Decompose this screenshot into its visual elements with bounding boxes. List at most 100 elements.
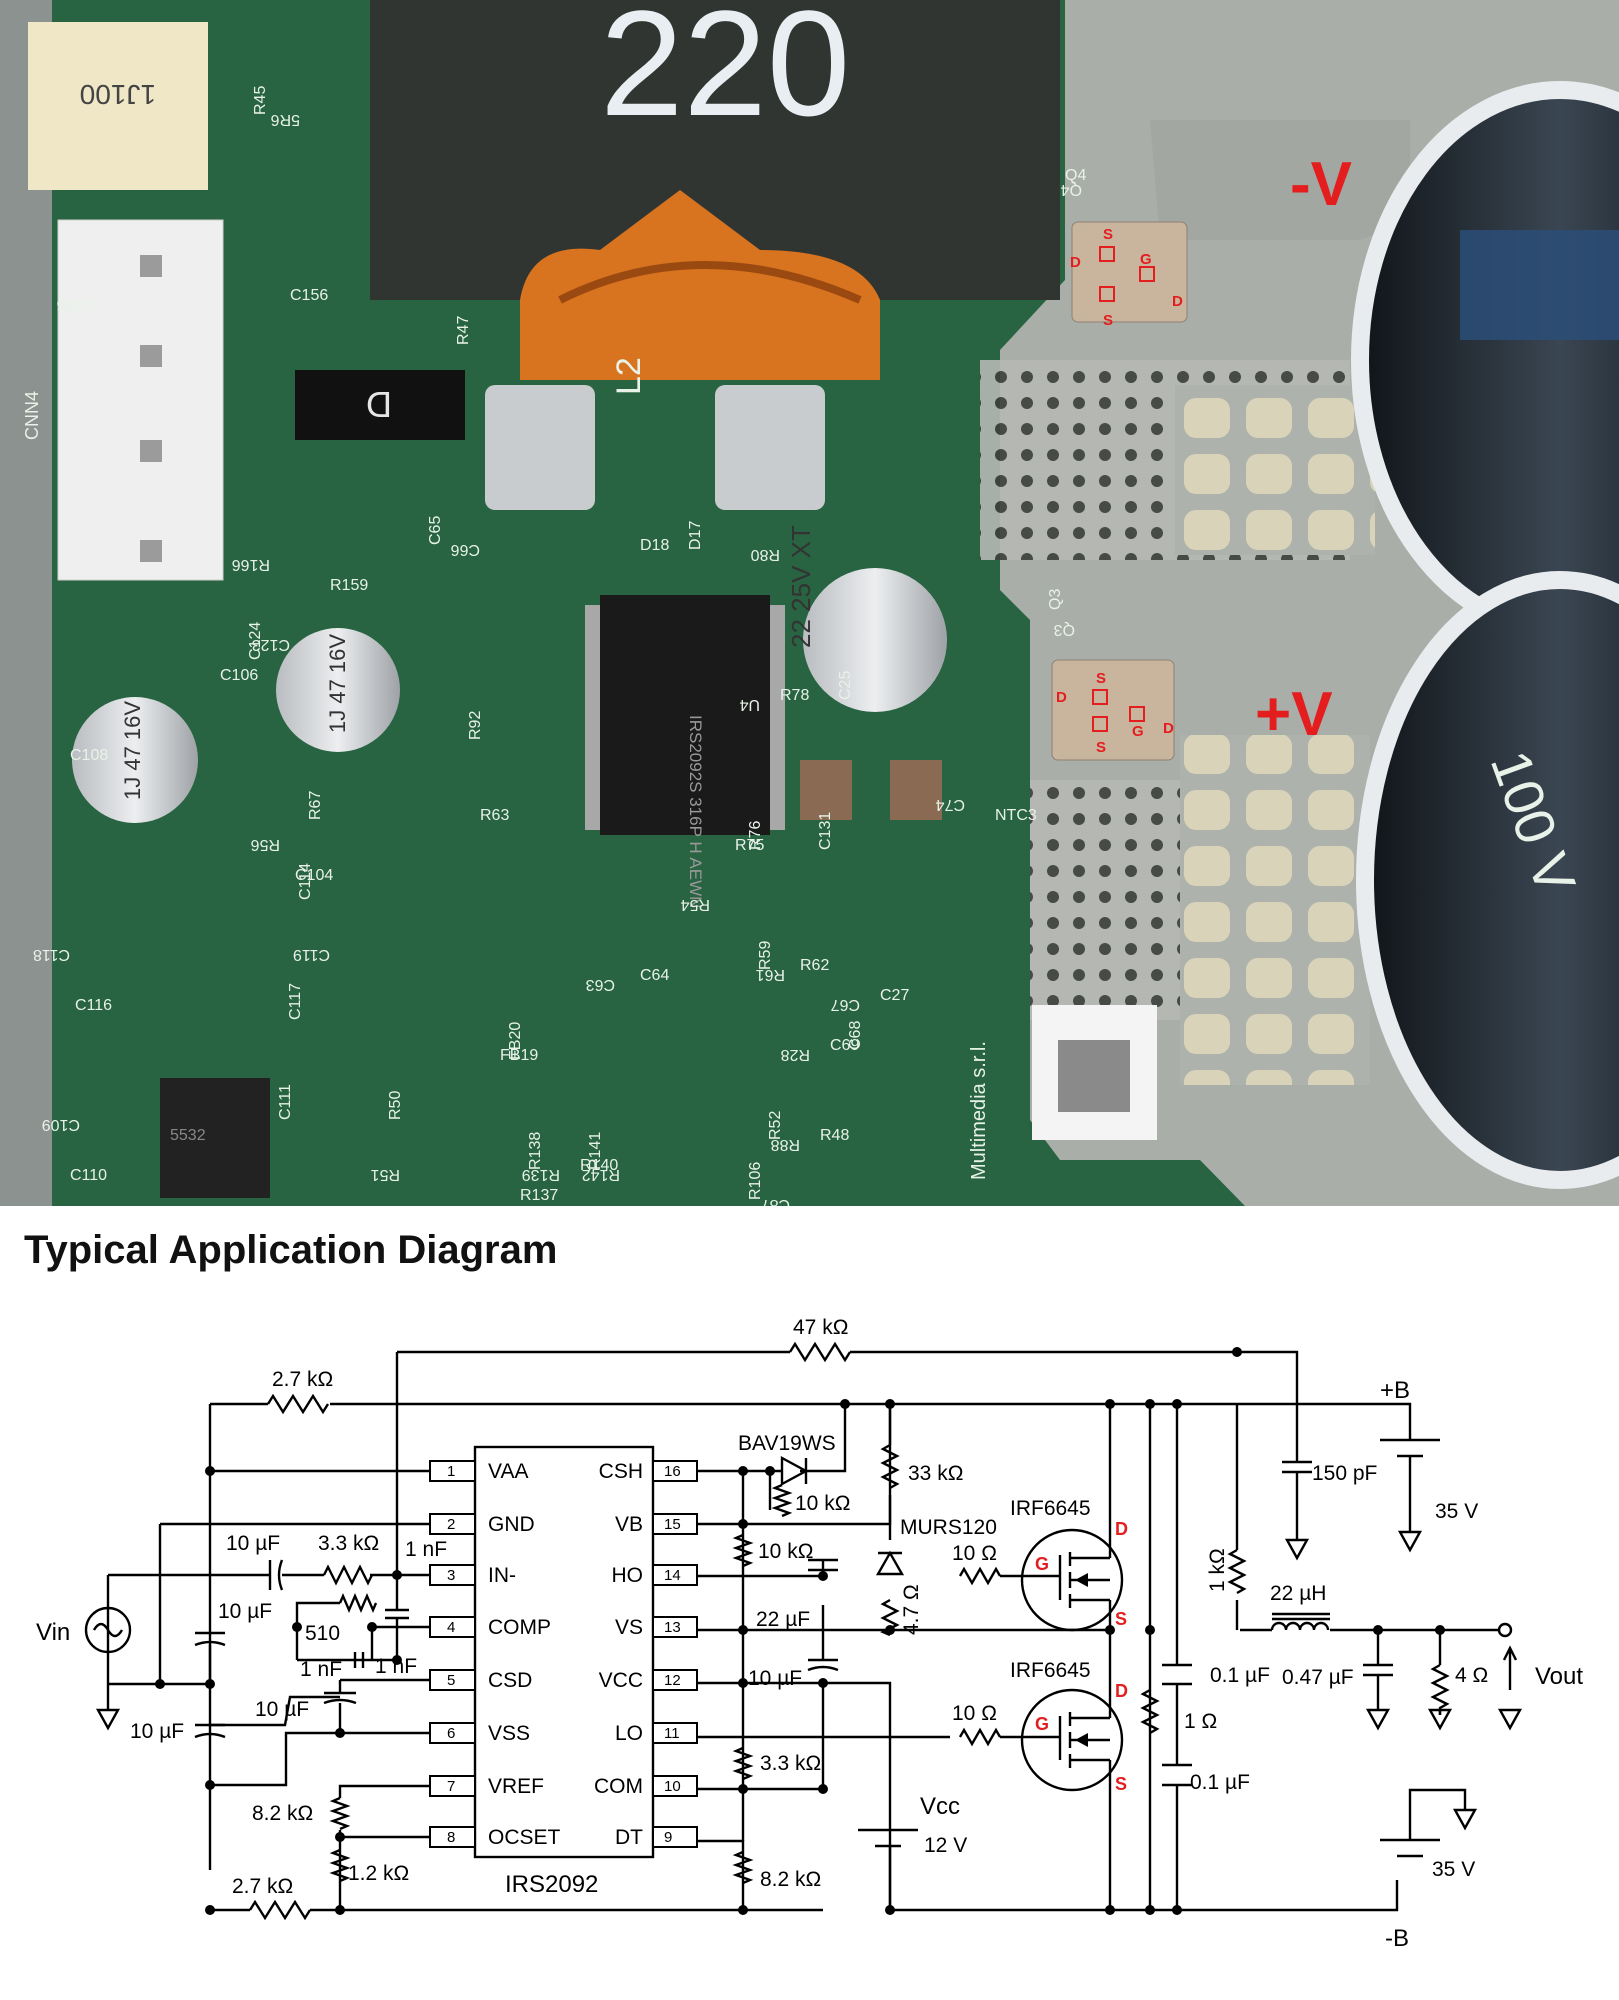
silk-label: C114 — [297, 863, 314, 900]
label-c-10uf-vcc: 10 µF — [748, 1667, 802, 1690]
silk-label: R56 — [251, 836, 280, 853]
silk-label: R166 — [232, 556, 270, 573]
silk-label: C68 — [847, 1021, 864, 1050]
resistor-10k-a — [771, 1483, 793, 1518]
label-minus-b: -B — [1385, 1925, 1409, 1952]
ic-pin-number: 5 — [447, 1672, 455, 1689]
resistor-47k — [788, 1341, 852, 1363]
inductor-22uh — [1270, 1612, 1330, 1631]
mos-bot-pin-d: D — [1115, 1681, 1128, 1701]
junction-dot — [335, 1905, 345, 1915]
label-mos-bot: IRF6645 — [1010, 1659, 1091, 1682]
silk-label: C104 — [295, 867, 333, 884]
junction-dot — [1172, 1399, 1182, 1409]
resistor-load-4ohm — [1430, 1663, 1450, 1715]
q3-pin-s2: S — [1096, 739, 1106, 756]
ground-symbol-vout — [1497, 1708, 1523, 1731]
silk-label: R141 — [587, 1132, 604, 1170]
silk-label: C74 — [936, 796, 965, 813]
battery-vcc — [858, 1828, 918, 1910]
silk-label: C63 — [586, 976, 615, 993]
resistor-gate-top — [958, 1566, 1002, 1586]
label-r-1k: 1 kΩ — [1206, 1548, 1229, 1592]
silk-label: R62 — [800, 957, 829, 974]
resistor-33k — [880, 1443, 900, 1490]
silk-label: R137 — [520, 1187, 558, 1204]
silk-label: R54 — [681, 896, 710, 913]
junction-dot — [818, 1571, 828, 1581]
capacitor-150pf — [1282, 1460, 1312, 1530]
silk-label: R75 — [735, 837, 764, 854]
junction-dot — [205, 1780, 215, 1790]
ic-pin-name: VCC — [599, 1669, 643, 1692]
label-r-load: 4 Ω — [1455, 1664, 1488, 1687]
ic-pin-number: 13 — [664, 1619, 681, 1636]
label-c-150pf: 150 pF — [1312, 1462, 1377, 1485]
sop-marking: 5532 — [170, 1127, 206, 1144]
silk-label: C64 — [640, 967, 669, 984]
resistor-gate-bottom — [958, 1727, 1002, 1747]
label-r-8k2-right: 8.2 kΩ — [760, 1868, 821, 1891]
label-c-22uf: 22 µF — [756, 1608, 810, 1631]
silk-label: C131 — [817, 812, 834, 850]
silk-label: R159 — [330, 577, 368, 594]
neg-rail-label: -V — [1290, 150, 1352, 219]
junction-dot — [738, 1678, 748, 1688]
label-c-1nf-a: 1 nF — [300, 1658, 342, 1681]
label-r-10k-a: 10 kΩ — [795, 1492, 850, 1515]
label-plus-b: +B — [1380, 1377, 1410, 1404]
ground-symbol-load — [1427, 1708, 1453, 1731]
ic-pin-number: 6 — [447, 1725, 455, 1742]
resistor-10k-b — [732, 1533, 754, 1568]
ic-pin-number: 4 — [447, 1619, 455, 1636]
ic-pin-name: GND — [488, 1513, 535, 1536]
q3-pin-g: G — [1132, 723, 1144, 740]
label-mos-top: IRF6645 — [1010, 1497, 1091, 1520]
label-r-1ohm: 1 Ω — [1184, 1710, 1217, 1733]
resistor-8k2-right — [732, 1850, 754, 1885]
junction-dot — [1435, 1625, 1445, 1635]
silk-label: R138 — [527, 1132, 544, 1170]
ground-symbol-047 — [1365, 1700, 1391, 1731]
silk-label: C65 — [427, 516, 444, 545]
silk-label: C124 — [247, 622, 264, 660]
silk-label: R45 — [252, 86, 269, 115]
battery-bottom — [1380, 1788, 1467, 1858]
label-r-3k3: 3.3 kΩ — [760, 1752, 821, 1775]
mos-top-pin-d: D — [1115, 1519, 1128, 1539]
resistor-3k3-in — [322, 1564, 374, 1586]
capacitor-0-1uf-b — [1162, 1763, 1192, 1787]
silk-label: R47 — [455, 316, 472, 345]
silk-label: R80 — [751, 546, 780, 563]
q3-pin-s: S — [1096, 670, 1106, 687]
label-r-in: 3.3 kΩ — [318, 1532, 379, 1555]
ground-symbol-battery-top — [1397, 1520, 1423, 1553]
silk-label: R48 — [820, 1127, 849, 1144]
silk-label: Q3 — [1047, 589, 1064, 610]
silk-label: R140 — [580, 1157, 618, 1174]
silk-label: R50 — [387, 1091, 404, 1120]
diagram-title: Typical Application Diagram — [24, 1228, 558, 1272]
label-c-1nf-b: 1 nF — [375, 1655, 417, 1678]
silk-label: R88 — [771, 1136, 800, 1153]
label-diode-murs: MURS120 — [900, 1516, 997, 1539]
junction-dot — [1145, 1399, 1155, 1409]
pos-rail-label: +V — [1255, 680, 1333, 749]
label-l-22uh: 22 µH — [1270, 1582, 1326, 1605]
ic-name: IRS2092 — [505, 1871, 598, 1898]
ic-pin-name: OCSET — [488, 1826, 561, 1849]
label-r-top-in: 2.7 kΩ — [272, 1368, 333, 1391]
junction-dot — [738, 1625, 748, 1635]
q4-label: Q4 — [1061, 181, 1082, 198]
label-r-10k-b: 10 kΩ — [758, 1540, 813, 1563]
junction-dot — [818, 1784, 828, 1794]
silk-label: C123 — [252, 636, 290, 653]
ic-pin-name: CSH — [599, 1460, 643, 1483]
label-c-10uf-b: 10 µF — [255, 1698, 309, 1721]
ic-pin-box-right — [652, 1669, 698, 1691]
junction-dot — [1232, 1347, 1242, 1357]
ic-pin-number: 10 — [664, 1778, 681, 1795]
label-r-1k2: 1.2 kΩ — [348, 1862, 409, 1885]
silk-label: C106 — [220, 667, 258, 684]
